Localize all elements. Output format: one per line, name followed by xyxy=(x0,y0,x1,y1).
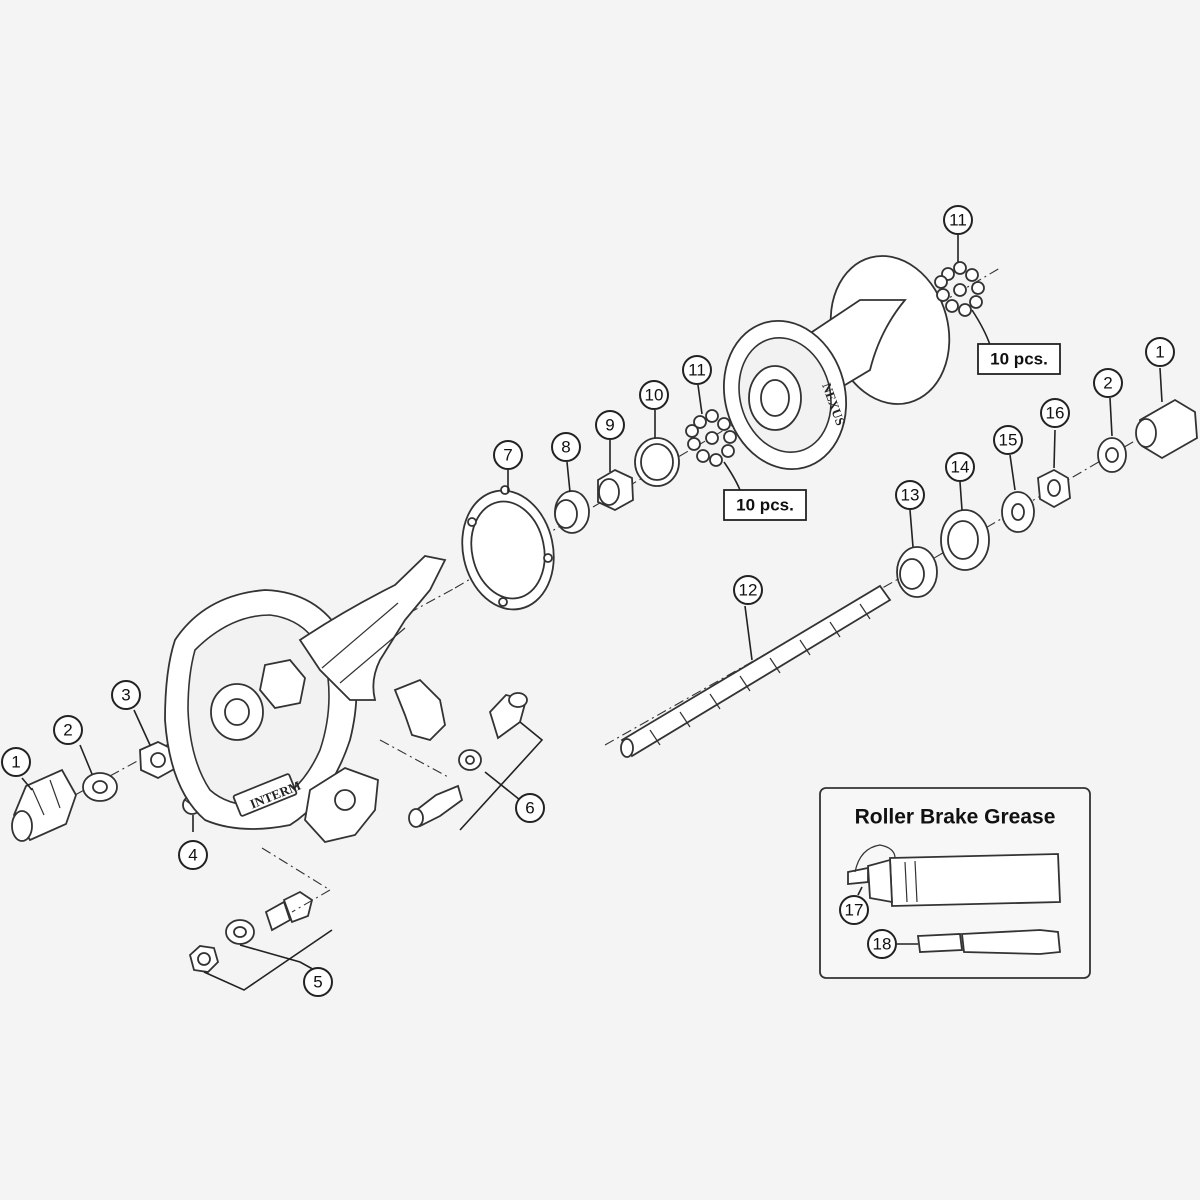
washer-15 xyxy=(1001,491,1035,533)
callout-16: 16 xyxy=(1040,398,1070,428)
svg-text:14: 14 xyxy=(951,458,970,477)
callout-3: 3 xyxy=(111,680,141,710)
quantity-note-large: 10 pcs. xyxy=(977,343,1061,375)
svg-text:17: 17 xyxy=(845,901,864,920)
callout-1-left: 1 xyxy=(1,747,31,777)
roller-brake-unit: INTERM xyxy=(164,555,447,830)
cap-nut-right xyxy=(1135,398,1198,460)
svg-text:2: 2 xyxy=(63,721,72,740)
seal-ring-10 xyxy=(634,437,680,487)
ball-cup-13 xyxy=(896,546,938,598)
callout-6: 6 xyxy=(515,793,545,823)
callout-9: 9 xyxy=(595,410,625,440)
callout-5: 5 xyxy=(303,967,333,997)
svg-text:3: 3 xyxy=(121,686,130,705)
leader-lines xyxy=(21,235,1163,991)
roller-brake-grease-box: Roller Brake Grease 17 18 xyxy=(819,787,1091,979)
ball-bearings-left xyxy=(685,409,737,467)
svg-text:5: 5 xyxy=(313,973,322,992)
svg-text:15: 15 xyxy=(999,431,1018,450)
svg-text:6: 6 xyxy=(525,799,534,818)
svg-text:13: 13 xyxy=(901,486,920,505)
callout-2-left: 2 xyxy=(53,715,83,745)
quantity-note-small: 10 pcs. xyxy=(723,489,807,521)
washer-right xyxy=(1097,437,1127,473)
svg-text:8: 8 xyxy=(561,438,570,457)
cone-nut-9 xyxy=(597,468,634,512)
callout-13: 13 xyxy=(895,480,925,510)
svg-text:9: 9 xyxy=(605,416,614,435)
callout-17: 17 xyxy=(839,895,869,925)
grease-box-title: Roller Brake Grease xyxy=(855,806,1056,829)
svg-text:18: 18 xyxy=(873,935,892,954)
lock-nut-16 xyxy=(1037,468,1071,509)
callout-18: 18 xyxy=(867,929,897,959)
cone-14 xyxy=(940,509,990,571)
callout-15: 15 xyxy=(993,425,1023,455)
cap-nut-left xyxy=(11,768,77,842)
callout-2-right: 2 xyxy=(1093,368,1123,398)
svg-text:1: 1 xyxy=(1155,343,1164,362)
svg-text:10: 10 xyxy=(645,386,664,405)
bolt-set-5 xyxy=(188,890,314,973)
svg-text:11: 11 xyxy=(688,361,706,380)
svg-text:12: 12 xyxy=(739,581,758,600)
cable-fixing-set-6 xyxy=(304,692,528,843)
callout-7: 7 xyxy=(493,440,523,470)
callout-11-right: 11 xyxy=(943,205,973,235)
hex-nut xyxy=(139,741,177,780)
callouts: 1 2 3 4 5 6 7 8 9 10 11 11 12 13 14 15 1… xyxy=(1,205,1175,997)
callout-1-right: 1 xyxy=(1145,337,1175,367)
svg-text:16: 16 xyxy=(1046,404,1065,423)
dust-cover-ring xyxy=(461,485,555,611)
ball-bearings-right xyxy=(934,261,985,317)
quantity-note-small-text: 10 pcs. xyxy=(736,496,794,515)
callout-8: 8 xyxy=(551,432,581,462)
washer-left xyxy=(82,772,118,802)
callout-12: 12 xyxy=(733,575,763,605)
callout-11-left: 11 xyxy=(682,355,712,385)
hub-shell: NEXUS xyxy=(722,255,951,470)
callout-14: 14 xyxy=(945,452,975,482)
svg-text:4: 4 xyxy=(188,846,197,865)
svg-text:7: 7 xyxy=(503,446,512,465)
callout-4: 4 xyxy=(178,840,208,870)
svg-text:2: 2 xyxy=(1103,374,1112,393)
cone-8 xyxy=(554,490,590,534)
hub-axle xyxy=(620,584,892,758)
callout-10: 10 xyxy=(639,380,669,410)
svg-text:1: 1 xyxy=(11,753,20,772)
quantity-note-large-text: 10 pcs. xyxy=(990,350,1048,369)
svg-text:11: 11 xyxy=(949,211,967,230)
